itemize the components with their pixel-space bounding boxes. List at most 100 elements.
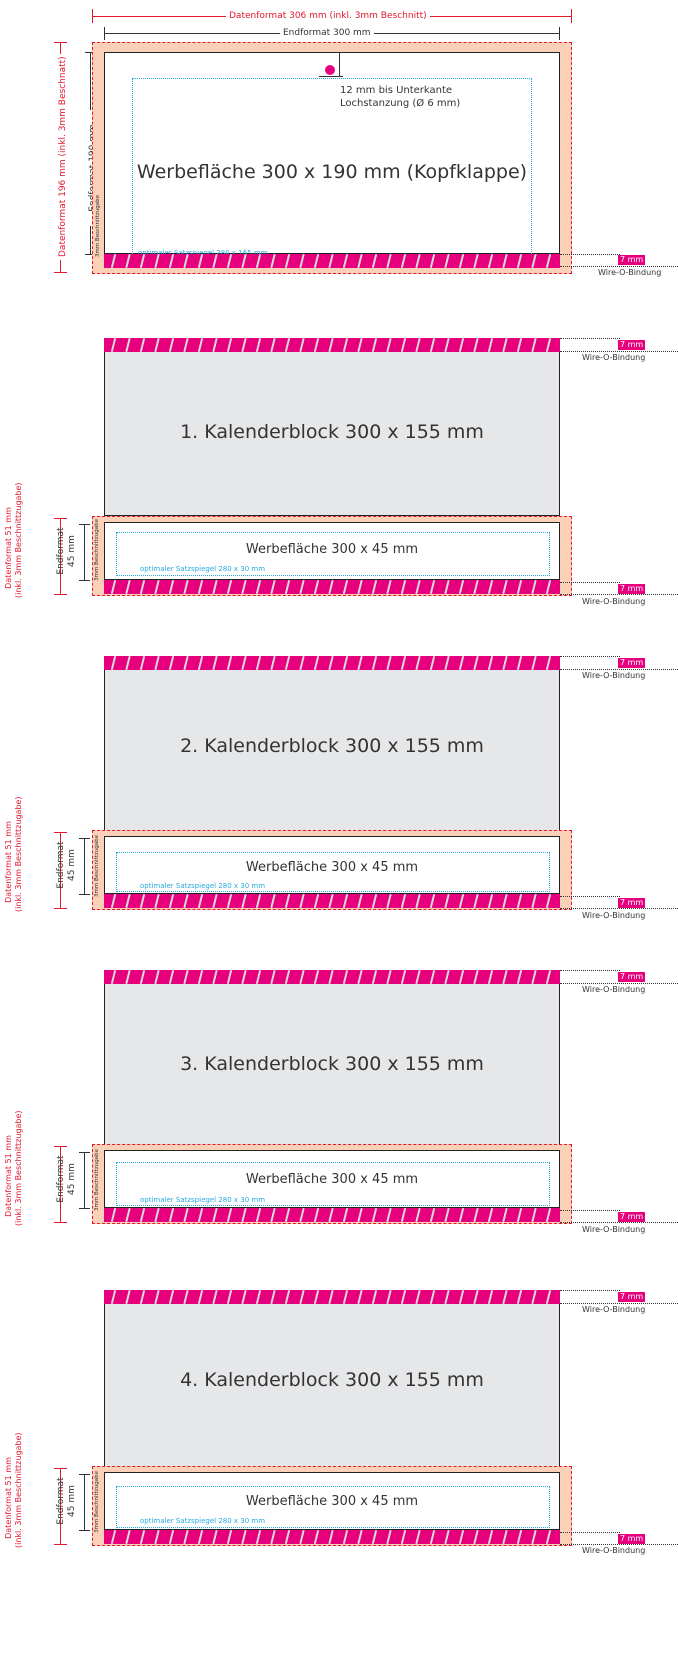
kalenderblock-3-7mm-bottom: 7 mm — [618, 1212, 646, 1222]
kalenderblock-1-daten-line2: (inkl. 3mm Beschnittzugabe) — [14, 482, 23, 598]
wire-loop — [111, 1530, 116, 1544]
wire-loop — [415, 580, 421, 594]
kalenderblock-4-ad-safe-label: optimaler Satzspiegel 280 x 30 mm — [140, 1517, 266, 1525]
wire-loop — [488, 580, 493, 594]
wire-loop — [430, 338, 435, 352]
kalenderblock-4-daten-tick-top — [54, 1468, 67, 1469]
wire-loop — [430, 656, 435, 670]
wire-loop — [459, 656, 464, 670]
wire-loop — [241, 580, 247, 594]
wire-loop — [357, 338, 363, 352]
kalenderblock-2-7mm-top: 7 mm — [618, 658, 646, 668]
wire-loop — [444, 656, 450, 670]
wire-loop — [328, 970, 334, 984]
wire-loop — [212, 580, 218, 594]
wire-loop — [386, 656, 392, 670]
kalenderblock-1-daten-tick-top — [54, 518, 67, 519]
kalenderblock-2-end-label: Endformat 45 mm — [56, 830, 78, 900]
wire-loop — [488, 254, 493, 268]
wire-loop — [459, 970, 464, 984]
kopfklappe-7mm-dotline-top — [560, 254, 620, 255]
wire-loop — [111, 1208, 116, 1222]
wire-loop — [140, 1208, 145, 1222]
wire-loop — [517, 1208, 522, 1222]
wire-loop — [444, 970, 450, 984]
wire-loop — [270, 894, 276, 908]
wire-loop — [140, 1290, 145, 1304]
wire-loop — [140, 1530, 145, 1544]
wire-loop — [154, 894, 160, 908]
wire-loop — [357, 1530, 363, 1544]
kalenderblock-3-end-line2: 45 mm — [67, 1163, 77, 1195]
wire-loop — [531, 1290, 537, 1304]
kalenderblock-1-dotline-top-a — [560, 338, 620, 339]
wire-loop — [328, 1208, 334, 1222]
wire-loop — [299, 970, 305, 984]
hole-note-line2: Lochstanzung (Ø 6 mm) — [340, 98, 461, 109]
wire-loops — [111, 338, 551, 352]
wire-loop — [546, 1530, 551, 1544]
wire-loop — [256, 580, 261, 594]
wire-loop — [169, 580, 174, 594]
wire-loop — [169, 894, 174, 908]
wire-loop — [154, 970, 160, 984]
kalenderblock-3-beschnitt: 3mm Beschnittzugabe — [94, 1149, 100, 1211]
wire-loop — [401, 894, 406, 908]
wire-loop — [386, 1290, 392, 1304]
wire-loop — [314, 1290, 319, 1304]
wire-loop — [357, 970, 363, 984]
wire-loop — [212, 338, 218, 352]
kalenderblock-3-ad-trim — [104, 1150, 560, 1208]
hole-note-line1: 12 mm bis Unterkante — [340, 85, 453, 96]
wire-loop — [154, 338, 160, 352]
kalenderblock-4-wire-o-top — [104, 1290, 560, 1304]
wire-loop — [198, 254, 203, 268]
wire-loop — [111, 1290, 116, 1304]
wire-loop — [386, 254, 392, 268]
wire-loop — [430, 580, 435, 594]
wire-loop — [343, 1290, 348, 1304]
wire-loop — [299, 656, 305, 670]
kalenderblock-4-beschnitt: 3mm Beschnittzugabe — [94, 1471, 100, 1533]
wire-loop — [125, 1530, 131, 1544]
kalenderblock-2-daten-tick-bottom — [54, 908, 67, 909]
endformat-width-label: Endformat 300 mm — [280, 27, 374, 39]
datenformat-height-tick-top — [54, 42, 67, 43]
kalenderblock-1-end-line2: 45 mm — [67, 535, 77, 567]
endformat-width-tick-left — [104, 27, 105, 40]
wire-loop — [386, 970, 392, 984]
wire-loop — [256, 1290, 261, 1304]
kalenderblock-1-dotline-bot-b — [560, 594, 678, 595]
hole-note: 12 mm bis Unterkante Lochstanzung (Ø 6 m… — [340, 84, 460, 110]
kalenderblock-4-end-line1: Endformat — [56, 1477, 66, 1525]
kalenderblock-1-end-label: Endformat 45 mm — [56, 516, 78, 586]
kalenderblock-3-end-tick-top — [79, 1152, 90, 1153]
wire-loop — [459, 580, 464, 594]
kalenderblock-2-wire-o-top — [104, 656, 560, 670]
wire-loop — [212, 254, 218, 268]
wire-loop — [343, 1530, 348, 1544]
wire-loop — [125, 338, 131, 352]
wire-loop — [444, 254, 450, 268]
wire-loop — [256, 254, 261, 268]
wire-loop — [459, 1208, 464, 1222]
kalenderblock-4-daten-tick-bottom — [54, 1544, 67, 1545]
wire-loop — [517, 894, 522, 908]
kalenderblock-3-end-label: Endformat 45 mm — [56, 1144, 78, 1214]
kalenderblock-1-daten-tick-bottom — [54, 594, 67, 595]
wire-loop — [343, 1208, 348, 1222]
wire-loop — [183, 1208, 189, 1222]
wire-loop — [125, 656, 131, 670]
kalenderblock-3-wire-bottom: Wire-O-Bindung — [582, 1225, 646, 1234]
wire-loop — [198, 338, 203, 352]
kalenderblock-1-7mm-bottom: 7 mm — [618, 584, 646, 594]
wire-loop — [488, 1530, 493, 1544]
kalenderblock-4-ad-safe — [116, 1486, 550, 1528]
kalenderblock-4-wire-top: Wire-O-Bindung — [582, 1305, 646, 1314]
wire-loop — [459, 1290, 464, 1304]
wire-loop — [357, 1290, 363, 1304]
kalenderblock-2-daten-tick-top — [54, 832, 67, 833]
wire-loop — [299, 894, 305, 908]
wire-loop — [169, 1290, 174, 1304]
wire-loop — [372, 254, 377, 268]
